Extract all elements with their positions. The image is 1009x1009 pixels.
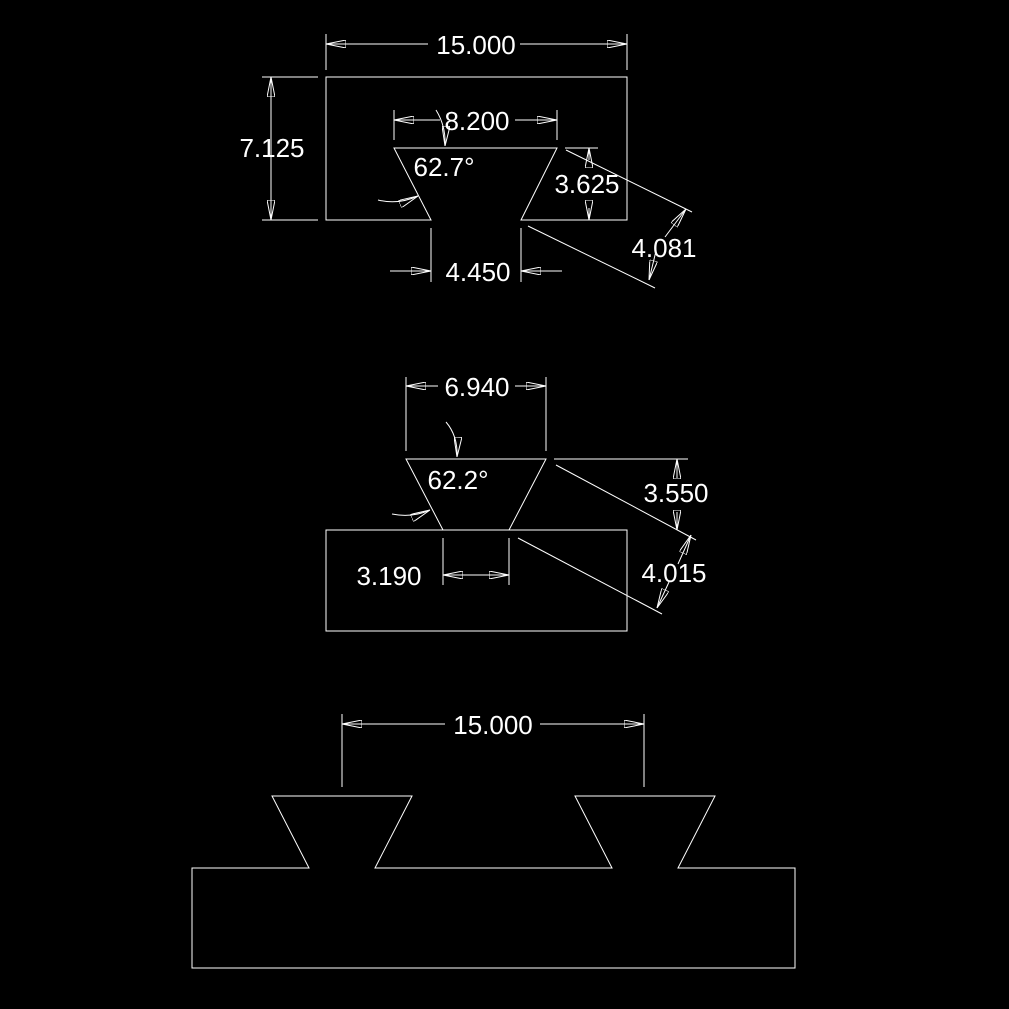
dovetail-bottom-width-dimension: 3.190 <box>356 538 510 591</box>
bottom-spacing-dimension: 15.000 <box>341 710 645 787</box>
slot-bottom-width-label: 4.450 <box>445 257 510 287</box>
top-height-dimension: 7.125 <box>239 76 318 221</box>
slot-angle-label: 62.7° <box>413 152 474 182</box>
bottom-view-double-dovetail-base: 15.000 <box>191 710 796 969</box>
slot-slant-dimension: 4.081 <box>527 149 697 289</box>
slot-top-width-label: 8.200 <box>444 106 509 136</box>
middle-block-outline <box>325 529 628 632</box>
slot-top-width-dimension: 8.200 <box>393 106 558 140</box>
slot-slant-label: 4.081 <box>631 233 696 263</box>
slot-depth-dimension: 3.625 <box>554 147 620 220</box>
top-view-slotted-block: 15.000 7.125 8.200 62.7° <box>239 30 697 289</box>
dovetail-bottom-width-label: 3.190 <box>356 561 421 591</box>
top-height-label: 7.125 <box>239 133 304 163</box>
dovetail-angle-label: 62.2° <box>427 465 488 495</box>
dovetail-slant-label: 4.015 <box>641 558 706 588</box>
dovetail-top-width-dimension: 6.940 <box>405 372 547 451</box>
slot-bottom-width-dimension: 4.450 <box>390 228 562 287</box>
dovetail-top-width-label: 6.940 <box>444 372 509 402</box>
dovetail-height-dimension: 3.550 <box>554 458 709 530</box>
top-width-dimension: 15.000 <box>325 30 628 70</box>
dovetail-angle-dimension: 62.2° <box>391 421 489 515</box>
bottom-base-outline <box>191 795 796 969</box>
bottom-spacing-label: 15.000 <box>453 710 533 740</box>
dovetail-height-label: 3.550 <box>643 478 708 508</box>
slot-depth-label: 3.625 <box>554 169 619 199</box>
middle-view-dovetail-block: 6.940 62.2° 3.550 3.190 <box>325 372 709 632</box>
slot-angle-dimension: 62.7° <box>377 109 475 202</box>
dovetail-slant-dimension: 4.015 <box>517 464 707 615</box>
top-block-outline <box>325 76 628 221</box>
top-width-label: 15.000 <box>436 30 516 60</box>
